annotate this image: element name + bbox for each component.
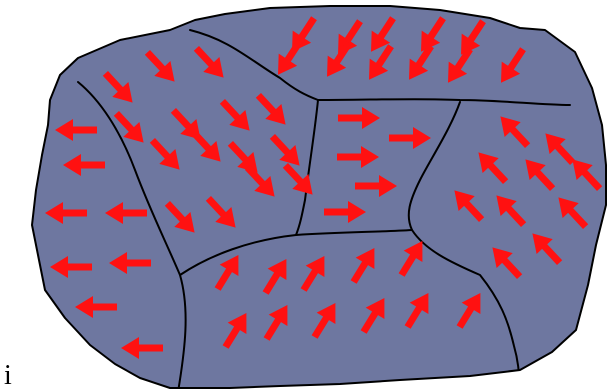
corner-label: i (4, 360, 12, 392)
